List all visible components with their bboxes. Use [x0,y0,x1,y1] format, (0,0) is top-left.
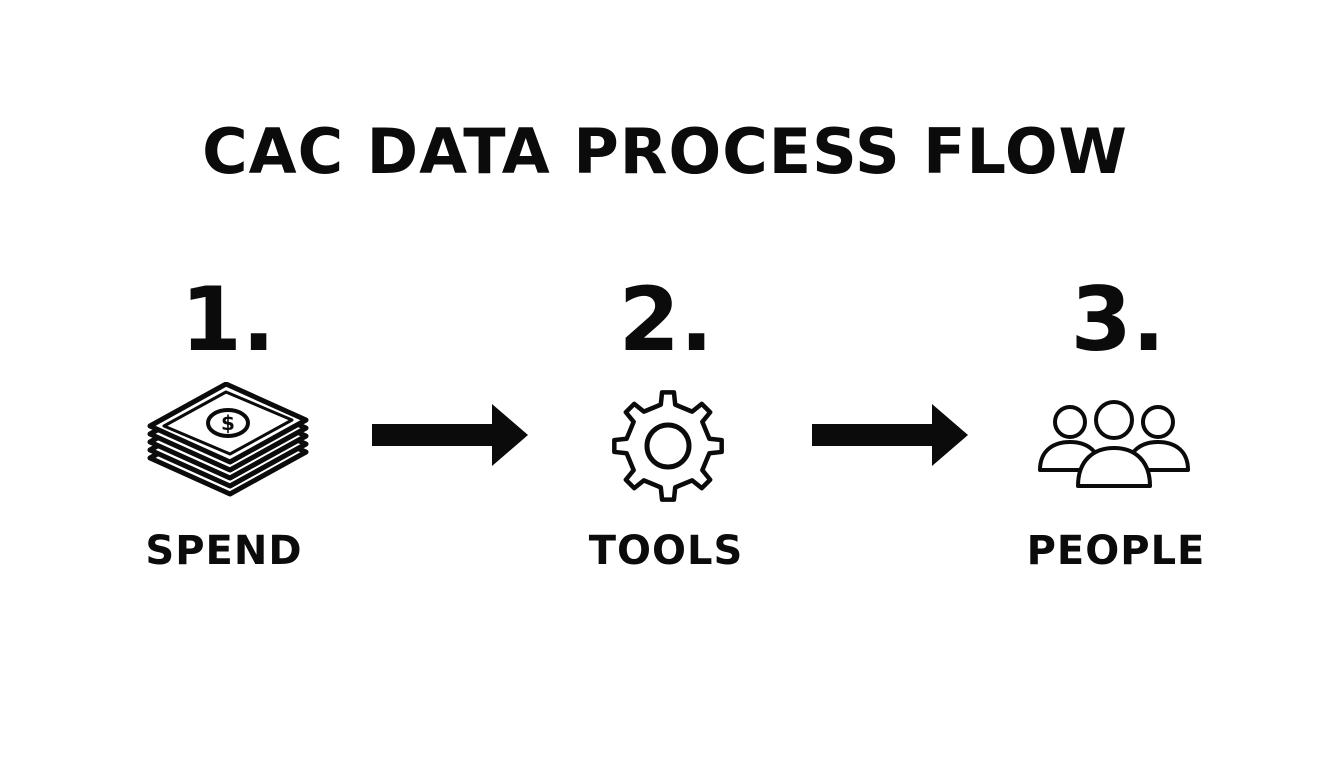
gear-icon [610,388,726,508]
step-2-label: TOOLS [588,528,744,574]
arrow-right-icon [372,404,532,470]
people-group-icon [1036,398,1192,498]
step-1-number: 1. [180,268,276,371]
svg-text:$: $ [221,411,235,435]
step-3-number: 3. [1070,268,1166,371]
arrow-right-icon [812,404,972,470]
diagram-title: CAC DATA PROCESS FLOW [202,115,1128,188]
step-3-label: PEOPLE [1026,528,1206,574]
step-2-number: 2. [618,268,714,371]
money-stack-icon: $ [146,381,312,506]
step-1-label: SPEND [145,528,303,574]
